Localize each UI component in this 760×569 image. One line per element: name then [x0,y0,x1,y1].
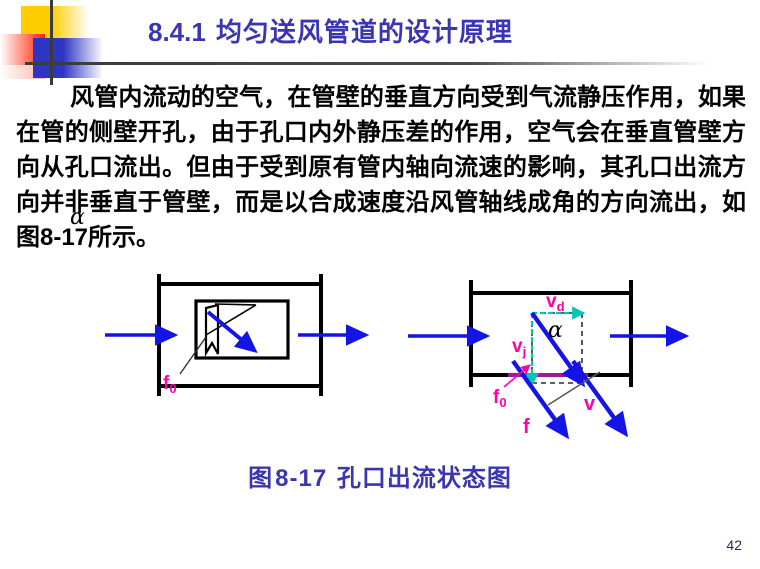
right-jet-line-1 [530,311,586,388]
motif-blue-square [33,38,63,78]
page-title: 8.4.1 均匀送风管道的设计原理 [148,12,513,49]
left-construction-line [205,304,257,336]
motif-vertical-rule [50,0,53,85]
stray-alpha-symbol: α [70,205,85,230]
page-title-text: 均匀送风管道的设计原理 [215,17,513,47]
right-label-alpha: α [548,318,563,343]
left-f0-leader [179,336,207,375]
left-label-f0: f0 [163,373,177,396]
right-diagram: vd vj f0 f v α [408,280,690,440]
right-label-vj: vj [512,336,526,359]
right-label-f0: f0 [493,387,507,410]
figure-caption: 图8-17 孔口出流状态图 [0,458,760,493]
right-resultant-construction-line [547,371,601,406]
body-paragraph: 风管内流动的空气，在管壁的垂直方向受到气流静压作用，如果在管的侧壁开孔，由于孔口… [16,80,746,255]
figure-caption-prefix: 图 [248,465,274,492]
figure-8-17: f0 vd [0,255,760,470]
motif-blue-fade [63,38,103,78]
left-diagram: f0 [105,274,370,396]
motif-horizontal-rule [25,62,710,65]
body-paragraph-text: 风管内流动的空气，在管壁的垂直方向受到气流静压作用，如果在管的侧壁开孔，由于孔口… [16,84,746,251]
page-title-number: 8.4.1 [148,17,206,47]
right-f0-leader [503,364,531,388]
left-duct-outline [157,274,323,396]
right-jet-line-3 [571,359,629,438]
left-outflow-arrow [206,310,258,354]
right-label-f: f [523,416,530,438]
figure-caption-text: 孔口出流状态图 [336,465,512,492]
left-orifice-notch [204,303,220,357]
left-construction-line-2 [214,303,257,306]
motif-yellow-fade [51,6,89,38]
motif-yellow-square [21,6,51,38]
decorative-corner-motif [0,0,710,85]
right-label-v: v [584,393,596,415]
page-number: 42 [726,537,742,553]
figure-caption-number: 8-17 [275,465,328,492]
left-detail-box [194,299,290,360]
